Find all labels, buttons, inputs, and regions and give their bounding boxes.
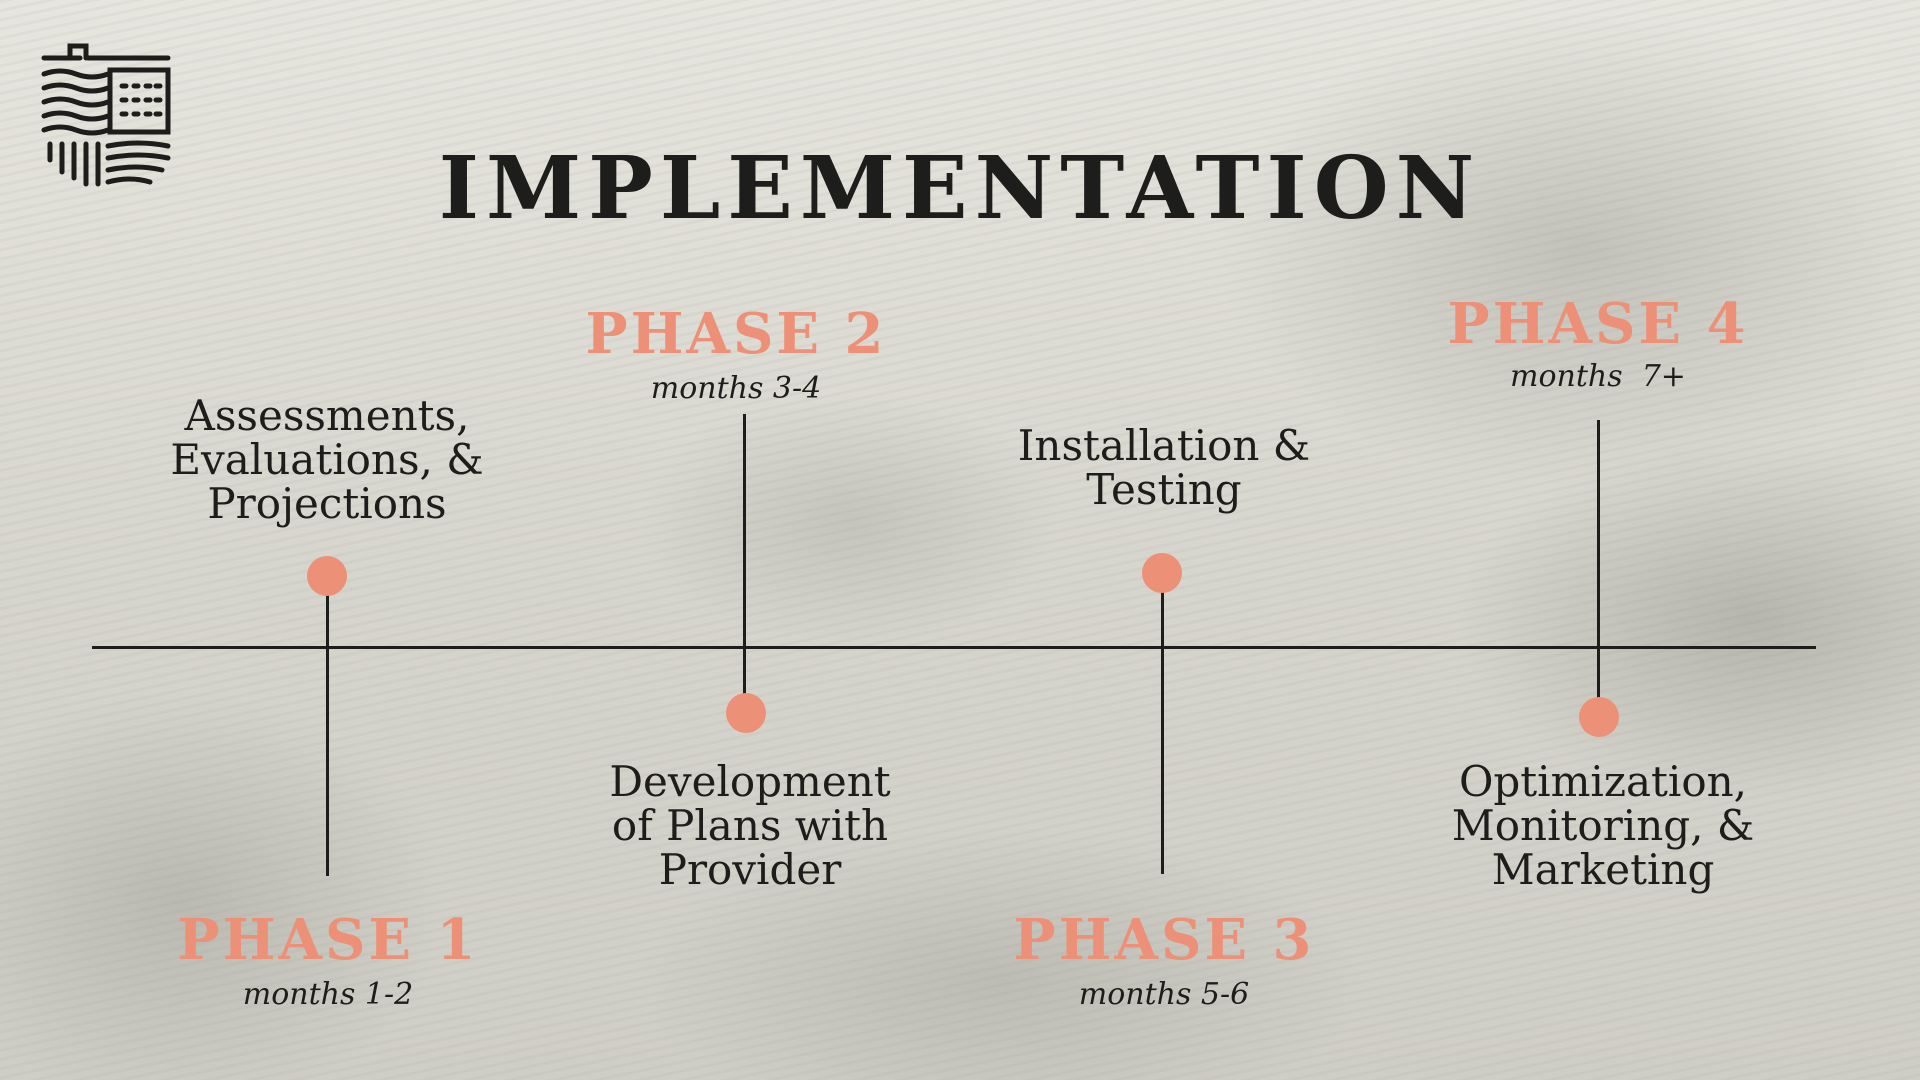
phase-1-months: months 1-2 xyxy=(242,977,414,1012)
phase-4-description-line: Optimization, xyxy=(1458,757,1748,806)
phase-1-description-line: Projections xyxy=(207,479,447,528)
phase-2-description-line: of Plans with xyxy=(611,801,889,850)
phase-1-description-line: Assessments, xyxy=(184,391,470,440)
phase-4-connector xyxy=(1597,420,1600,716)
phase-2-months: months 3-4 xyxy=(650,371,822,406)
phase-2-marker xyxy=(726,693,766,733)
phase-3-description: Installation & Testing xyxy=(954,424,1374,512)
phase-1-connector xyxy=(326,578,329,876)
phase-2-description-line: Provider xyxy=(658,845,842,894)
phase-3-connector xyxy=(1161,574,1164,874)
phase-3-label: PHASE 3 xyxy=(1013,907,1315,973)
phase-1-description: Assessments, Evaluations, & Projections xyxy=(117,394,537,526)
phase-4-months: months 7+ xyxy=(1510,359,1686,394)
phase-4-description-line: Marketing xyxy=(1491,845,1715,894)
phase-4-label: PHASE 4 xyxy=(1447,291,1749,357)
phase-3-months: months 5-6 xyxy=(1078,977,1250,1012)
timeline-axis xyxy=(92,646,1816,649)
phase-4-description: Optimization, Monitoring, & Marketing xyxy=(1393,760,1813,892)
phase-2-description: Development of Plans with Provider xyxy=(540,760,960,892)
phase-3-description-line: Testing xyxy=(1086,465,1242,514)
slide-title: IMPLEMENTATION xyxy=(438,138,1482,239)
phase-1-description-line: Evaluations, & xyxy=(170,435,484,484)
phase-2-connector xyxy=(743,414,746,712)
phase-4-marker xyxy=(1579,697,1619,737)
phase-4-description-line: Monitoring, & xyxy=(1451,801,1755,850)
phase-1-label: PHASE 1 xyxy=(177,907,479,973)
phase-1-marker xyxy=(307,556,347,596)
phase-3-marker xyxy=(1142,553,1182,593)
estate-crest-icon xyxy=(41,43,171,187)
phase-2-label: PHASE 2 xyxy=(585,301,887,367)
phase-2-description-line: Development xyxy=(609,757,891,806)
phase-3-description-line: Installation & xyxy=(1017,421,1311,470)
